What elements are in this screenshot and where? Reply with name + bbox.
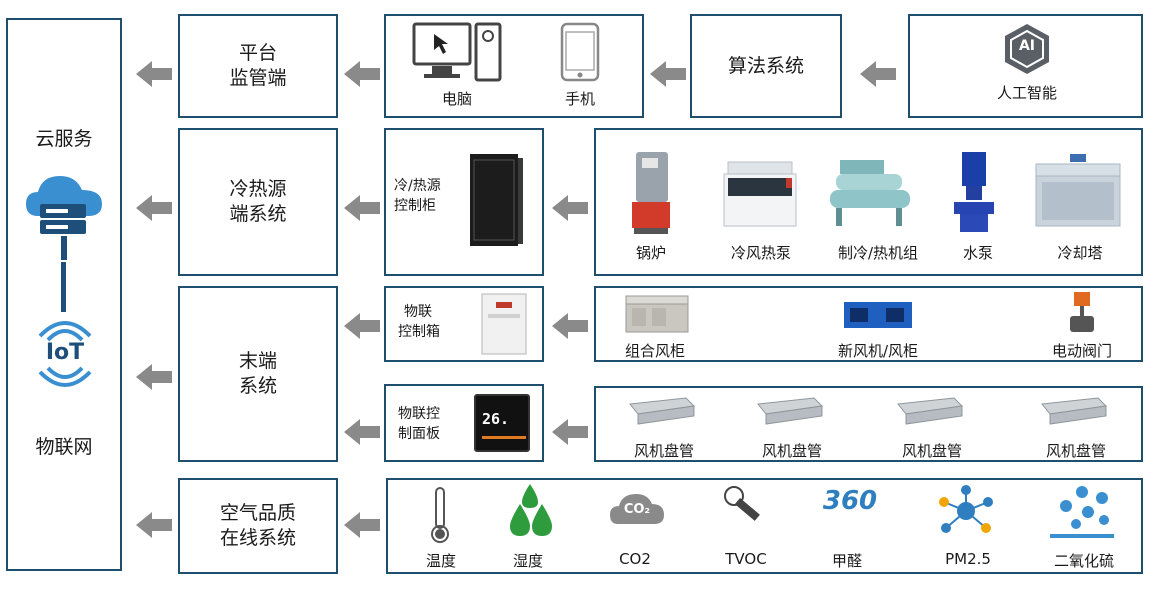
sensor-label-0: 温度 [425,552,456,570]
pc-label: 电脑 [441,90,472,108]
arrow-left-icon [136,61,172,87]
ai-icon [1005,24,1049,74]
tvoc-icon [724,486,760,521]
iot-text: IoT [45,340,85,365]
arrow-left-icon [136,512,172,538]
source-system-line2: 端系统 [229,203,287,225]
chiller-icon [830,160,910,226]
fan-coil-icon-3 [1041,397,1108,425]
arrow-left-icon [552,313,588,339]
arrow-left-icon [344,419,380,445]
sensor-label-4: 甲醛 [831,552,862,570]
algorithm-box: 算法系统 [690,14,842,118]
so2-icon [1050,486,1114,538]
end-system-line1: 末端 [238,350,277,372]
ai-label: 人工智能 [996,84,1057,102]
computer-icon [412,22,502,82]
end-system-line2: 系统 [238,375,277,397]
algorithm-label: 算法系统 [727,54,804,77]
source-device-label-2: 制冷/热机组 [837,244,919,262]
boiler-icon [632,152,670,234]
co2-icon [610,494,664,524]
sensor-label-3: TVOC [725,550,767,568]
thermostat-icon: 26. [474,394,530,452]
control-box-icon [481,293,527,355]
platform-box: 平台 监管端 [178,14,338,118]
air-handler-icon [625,295,689,333]
end-device-1-label-0: 组合风柜 [624,342,685,360]
terminals-box [384,14,644,118]
arrow-left-icon [136,195,172,221]
end-device-2-label-3: 风机盘管 [1045,442,1106,460]
iot-label: 物联网 [35,436,93,458]
source-device-label-0: 锅炉 [635,244,666,262]
cooling-tower-icon [1035,154,1121,227]
cloud-connector-line [61,262,66,312]
air-quality-system-box: 空气品质 在线系统 [178,478,338,574]
arrow-left-icon [552,419,588,445]
sensor-label-1: 湿度 [512,552,543,570]
arrow-left-icon [552,195,588,221]
thermostat-display: 26. [482,410,510,428]
cloud-service-title: 云服务 [35,128,93,150]
end-device-1-label-2: 电动阀门 [1051,342,1112,360]
phone-icon [560,22,600,82]
source-system-box: 冷热源 端系统 [178,128,338,276]
arrow-left-icon [344,512,380,538]
thermostat-bar [482,436,526,439]
pm25-icon [939,485,993,533]
arrow-left-icon [344,61,380,87]
hcho-icon-text: 360 [822,486,878,516]
end-device-1-label-1: 新风机/风柜 [837,342,919,360]
arrow-left-icon [344,313,380,339]
fan-coil-icon-2 [897,397,964,425]
source-device-label-4: 冷却塔 [1057,244,1103,262]
arrow-left-icon [136,364,172,390]
iot-panel-line2: 制面板 [398,426,440,442]
fresh-air-unit-icon [844,302,912,328]
thermometer-icon [431,487,449,543]
cloud-server-icon [26,176,102,260]
iot-icon [38,321,92,387]
end-device-2-label-1: 风机盘管 [761,442,822,460]
arrow-left-icon [650,61,686,87]
end-device-2-label-2: 风机盘管 [901,442,962,460]
iot-box-line1: 物联 [404,304,432,320]
phone-label: 手机 [564,90,595,108]
arrow-left-icon [860,61,896,87]
sensor-label-6: 二氧化硫 [1053,552,1114,570]
end-system-box: 末端 系统 [178,286,338,462]
humidity-icon [510,484,552,536]
platform-line2: 监管端 [229,67,287,89]
iot-box-line2: 控制箱 [398,324,440,340]
water-pump-icon [954,152,994,232]
source-system-line1: 冷热源 [229,178,287,200]
platform-line1: 平台 [238,42,277,64]
air-system-line2: 在线系统 [219,527,296,549]
iot-panel-line1: 物联控 [398,406,440,422]
heat-pump-icon [723,161,797,227]
sensor-label-5: PM2.5 [945,550,991,568]
source-device-label-1: 冷风热泵 [730,244,791,262]
ai-badge: AI [1018,38,1036,54]
co2-icon-text: CO₂ [623,502,651,517]
source-device-label-3: 水泵 [962,244,993,262]
air-system-line1: 空气品质 [219,502,296,524]
source-cabinet-line1: 冷/热源 [394,178,441,194]
cabinet-icon [470,154,523,246]
sensor-label-2: CO2 [619,550,651,568]
fan-coil-icon-0 [629,397,696,425]
arrow-left-icon [344,195,380,221]
electric-valve-icon [1070,292,1094,332]
source-cabinet-line2: 控制柜 [394,198,436,214]
end-device-2-label-0: 风机盘管 [633,442,694,460]
fan-coil-icon-1 [757,397,824,425]
